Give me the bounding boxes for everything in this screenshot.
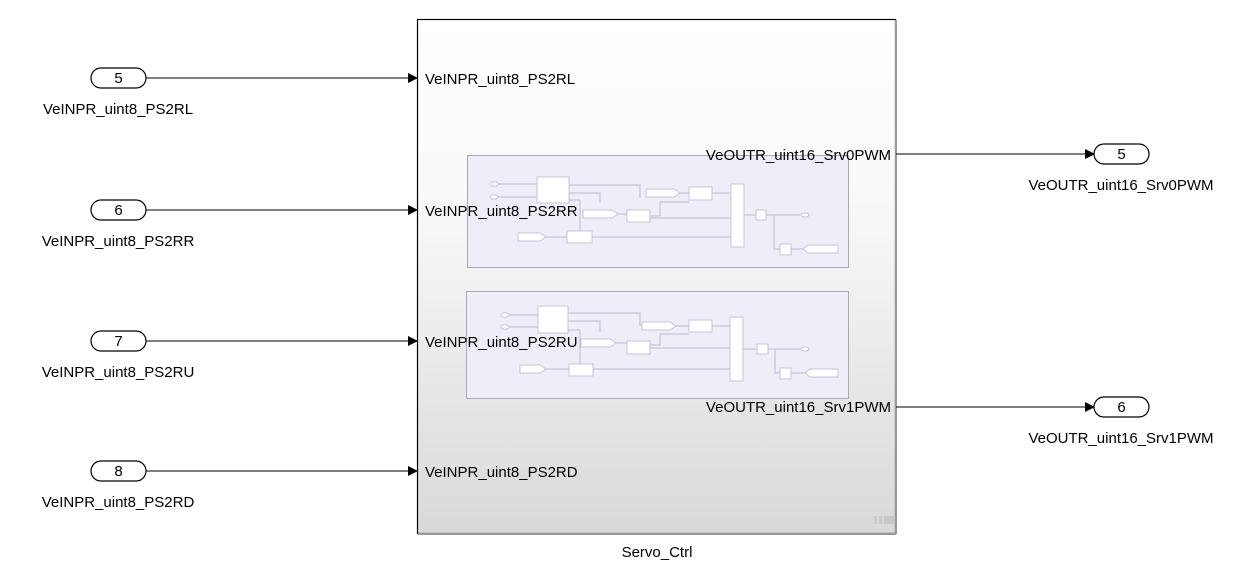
outport-number: 6: [1117, 399, 1125, 416]
subsystem-servo-ctrl[interactable]: VeINPR_uint8_PS2RL VeINPR_uint8_PS2RR Ve…: [416, 18, 897, 562]
subsystem-input-label-ps2rl: VeINPR_uint8_PS2RL: [425, 71, 575, 88]
inport-number: 7: [114, 333, 122, 350]
outport-number: 5: [1117, 146, 1125, 163]
subsystem-input-label-ps2rd: VeINPR_uint8_PS2RD: [425, 464, 578, 481]
subsystem-body[interactable]: [416, 18, 897, 535]
inport-number: 6: [114, 202, 122, 219]
subsystem-name[interactable]: Servo_Ctrl: [622, 544, 693, 561]
subsystem-input-label-ps2rr: VeINPR_uint8_PS2RR: [425, 203, 578, 220]
inport-label: VeINPR_uint8_PS2RR: [42, 233, 195, 250]
subsystem-input-label-ps2ru: VeINPR_uint8_PS2RU: [425, 334, 578, 351]
resize-grip-icon: [874, 516, 894, 524]
outport-label: VeOUTR_uint16_Srv1PWM: [1028, 430, 1213, 447]
inport-6[interactable]: 6: [90, 199, 147, 221]
inport-8[interactable]: 8: [90, 460, 147, 482]
outport-label: VeOUTR_uint16_Srv0PWM: [1028, 177, 1213, 194]
inport-5[interactable]: 5: [90, 67, 147, 89]
inport-label: VeINPR_uint8_PS2RD: [42, 494, 195, 511]
outport-6[interactable]: 6: [1093, 396, 1150, 418]
outport-5[interactable]: 5: [1093, 143, 1150, 165]
inport-7[interactable]: 7: [90, 330, 147, 352]
subsystem-output-label-srv1pwm: VeOUTR_uint16_Srv1PWM: [706, 399, 891, 416]
inport-label: VeINPR_uint8_PS2RL: [43, 101, 193, 118]
subsystem-thumbnail-1: [467, 155, 849, 268]
subsystem-thumbnail-2: [466, 291, 849, 399]
inport-label: VeINPR_uint8_PS2RU: [42, 364, 195, 381]
subsystem-output-label-srv0pwm: VeOUTR_uint16_Srv0PWM: [706, 147, 891, 164]
inport-number: 5: [114, 70, 122, 87]
inport-number: 8: [114, 463, 122, 480]
